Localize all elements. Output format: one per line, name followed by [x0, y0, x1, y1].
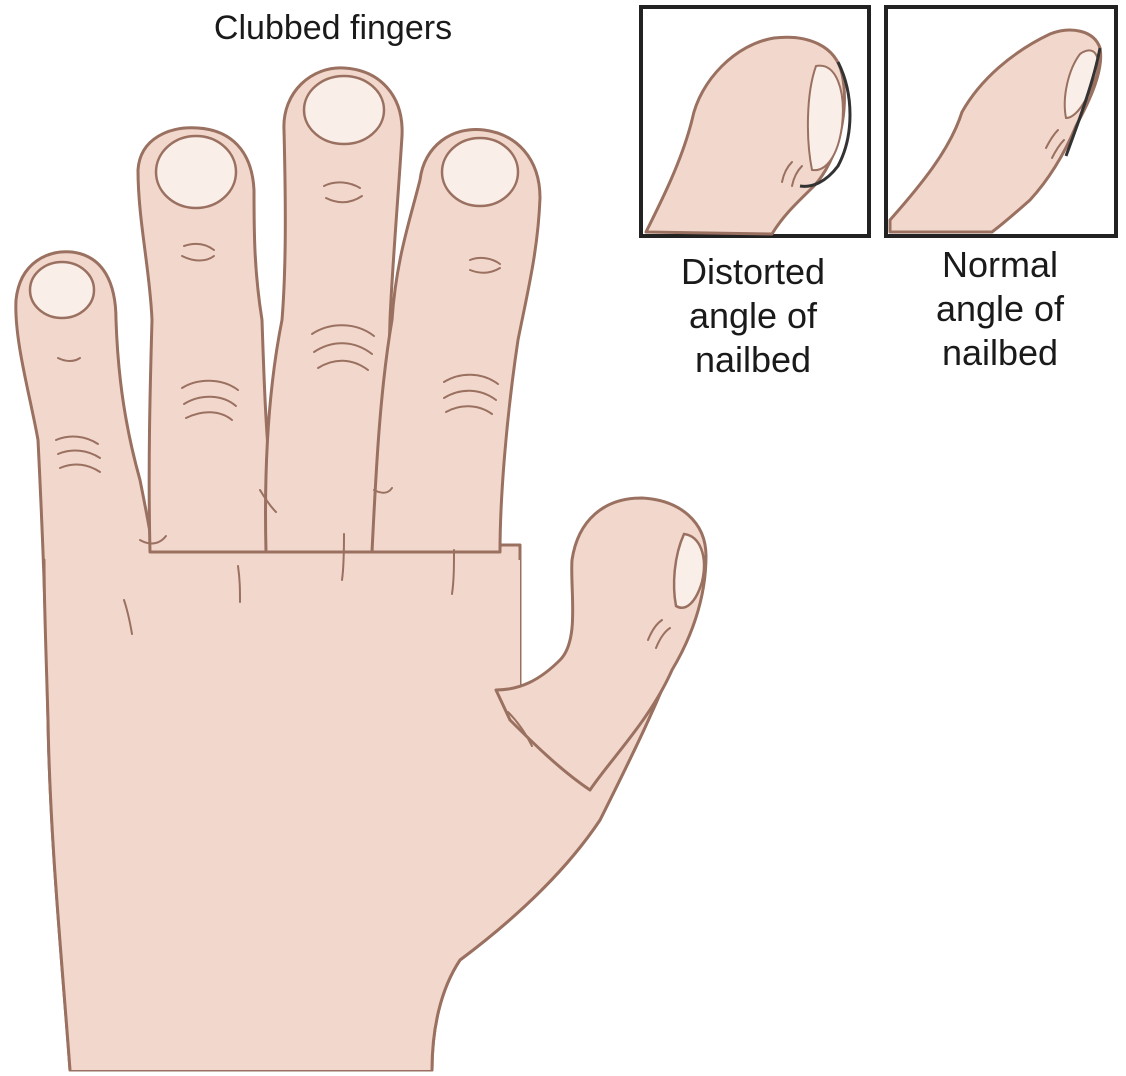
- nail-thumb: [672, 532, 706, 609]
- caption-distorted-line-1: Distorted: [680, 251, 826, 292]
- nail-index: [154, 134, 238, 210]
- caption-normal-line-2: angle of: [935, 287, 1065, 329]
- figure-title: Clubbed fingers: [213, 9, 453, 47]
- hand-nails: [28, 74, 706, 609]
- inset-distorted-nail: [806, 64, 844, 172]
- caption-distorted: Distorted angle of nailbed: [638, 250, 868, 382]
- thumb: [494, 496, 708, 792]
- caption-normal: Normal angle of nailbed: [885, 243, 1115, 375]
- inset-distorted-nail-edge: [799, 61, 852, 188]
- inset-normal-nail-edge: [1064, 47, 1102, 157]
- caption-distorted-line-3: nailbed: [694, 338, 812, 380]
- inset-distorted: [639, 5, 871, 238]
- hand: [14, 66, 708, 1072]
- finger-ring: [370, 127, 542, 554]
- inset-normal: [884, 5, 1118, 238]
- caption-normal-line-3: nailbed: [941, 331, 1059, 373]
- caption-distorted-line-2: angle of: [688, 294, 818, 336]
- nail-little: [28, 260, 96, 320]
- nail-ring: [440, 136, 520, 208]
- finger-index: [136, 126, 278, 554]
- inset-normal-finger: [888, 28, 1103, 234]
- nail-middle: [302, 74, 386, 146]
- caption-normal-line-1: Normal: [941, 244, 1058, 285]
- knuckle-creases: [55, 181, 671, 649]
- inset-normal-nail: [1063, 49, 1099, 120]
